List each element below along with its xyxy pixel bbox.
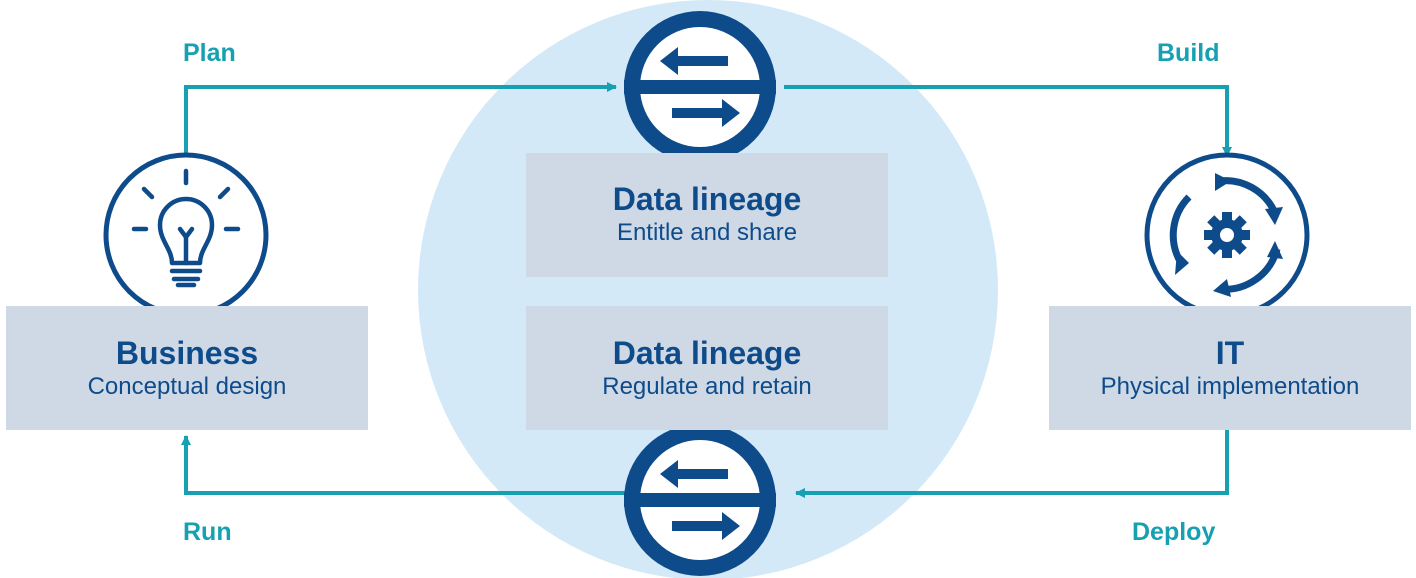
business-title: Business	[115, 335, 259, 371]
lightbulb-icon	[103, 152, 269, 318]
deploy-label: Deploy	[1132, 518, 1216, 546]
build-label: Build	[1157, 39, 1220, 67]
deploy-arrow	[795, 430, 1229, 498]
lineage-bottom-box: Data lineage Regulate and retain	[526, 306, 888, 430]
gear-cycle-icon	[1144, 152, 1310, 318]
center-circle	[418, 0, 998, 578]
business-box: Business Conceptual design	[6, 306, 368, 430]
build-arrow	[784, 85, 1232, 157]
plan-label: Plan	[183, 39, 236, 67]
run-label: Run	[183, 518, 232, 546]
business-subtitle: Conceptual design	[87, 373, 287, 400]
lineage-bottom-title: Data lineage	[612, 335, 802, 371]
lineage-top-box: Data lineage Entitle and share	[526, 153, 888, 277]
lineage-bottom-subtitle: Regulate and retain	[602, 373, 812, 400]
it-box: IT Physical implementation	[1049, 306, 1411, 430]
it-subtitle: Physical implementation	[1100, 373, 1360, 400]
lineage-top-subtitle: Entitle and share	[616, 219, 798, 246]
flow-arrows	[181, 82, 1232, 498]
lineage-top-title: Data lineage	[612, 181, 802, 217]
plan-arrow	[184, 82, 617, 156]
exchange-arrows-icon	[624, 11, 776, 163]
run-arrow	[181, 435, 626, 495]
exchange-arrows-icon	[624, 424, 776, 576]
it-title: IT	[1215, 335, 1245, 371]
